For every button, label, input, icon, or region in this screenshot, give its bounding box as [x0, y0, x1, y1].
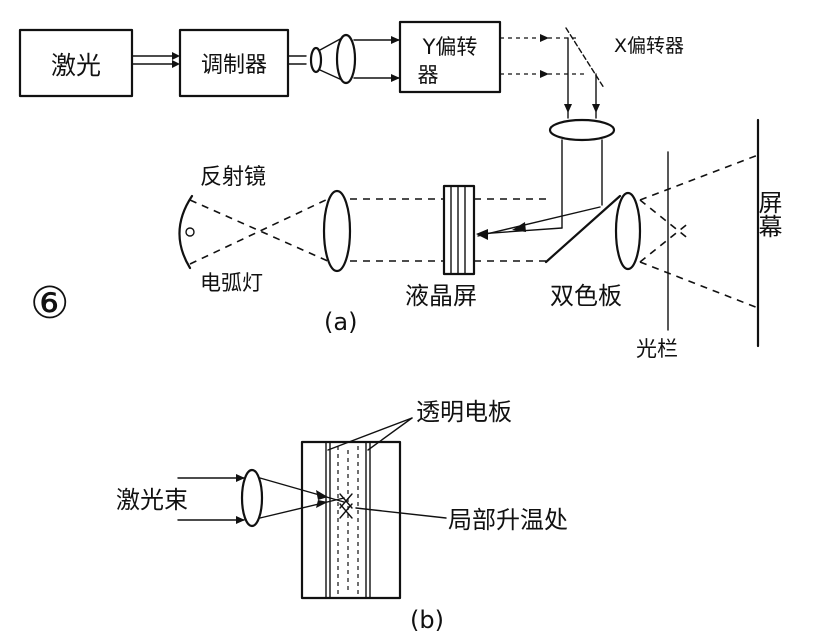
lc-cell [300, 440, 402, 600]
focused-beam [259, 477, 345, 519]
beams-down-to-lens [564, 37, 600, 119]
condenser-lens [548, 118, 616, 142]
arc-lamp-source [185, 227, 195, 237]
laser-beam-input [177, 474, 245, 524]
dichroic-plate [544, 194, 622, 264]
modulator-box: 调制器 [178, 28, 290, 98]
x-deflector-label: X偏转器 [614, 35, 684, 57]
beams-to-x-deflector [500, 34, 588, 78]
transparent-electrode-label: 透明电板 [416, 398, 512, 426]
figure-number: ⑥ [30, 278, 69, 329]
reflector-label: 反射镜 [200, 165, 266, 190]
beams-to-dichroic [561, 139, 603, 229]
heating-leader-line [355, 507, 447, 519]
local-heating-label: 局部升温处 [448, 506, 568, 534]
lcd-screen: 液晶屏 [405, 184, 477, 310]
projection-lens [322, 189, 352, 273]
y-deflector-label-line2: 器 [418, 63, 439, 87]
aperture-label: 光栏 [636, 337, 678, 361]
projection-screen-label: 屏幕 [754, 190, 782, 238]
caption-a: (a) [324, 308, 357, 336]
dichroic-plate-label: 双色板 [550, 282, 622, 310]
diagram-part-a: 激光 调制器 [18, 20, 782, 361]
collimating-lens [335, 33, 357, 85]
lcd-screen-label: 液晶屏 [405, 282, 477, 310]
beam-to-y-deflector [353, 36, 401, 82]
output-lens [614, 191, 642, 271]
modulator-box-label: 调制器 [201, 53, 267, 78]
lamp-rays [189, 197, 331, 265]
diagram-part-b: 激光束 透明电板 局部升温处 (b) [116, 398, 568, 634]
reflected-laser-arrows [476, 206, 601, 240]
reflector-mirror: 反射镜 [178, 165, 266, 270]
focusing-lens [240, 468, 264, 528]
liquid-crystal-layer [337, 446, 359, 594]
heating-spot [339, 493, 353, 519]
arc-lamp-label: 电弧灯 [200, 271, 263, 295]
laser-to-modulator-arrows [132, 52, 180, 68]
projection-screen: 屏幕 [754, 118, 782, 348]
laser-beam-label: 激光束 [116, 486, 188, 514]
aperture-bar: 光栏 [636, 151, 678, 361]
laser-box: 激光 [18, 28, 134, 98]
parallel-rays [350, 198, 550, 262]
y-deflector-label-line1: Y偏转 [422, 35, 478, 59]
caption-b: (b) [410, 606, 444, 634]
beam-expander [287, 33, 357, 85]
y-deflector-box: Y偏转 器 [398, 20, 502, 94]
x-deflector-mirror: X偏转器 [565, 27, 684, 89]
laser-box-label: 激光 [51, 51, 101, 80]
electrode-leader-lines [327, 417, 413, 451]
output-rays [639, 154, 759, 309]
small-lens [309, 46, 323, 74]
